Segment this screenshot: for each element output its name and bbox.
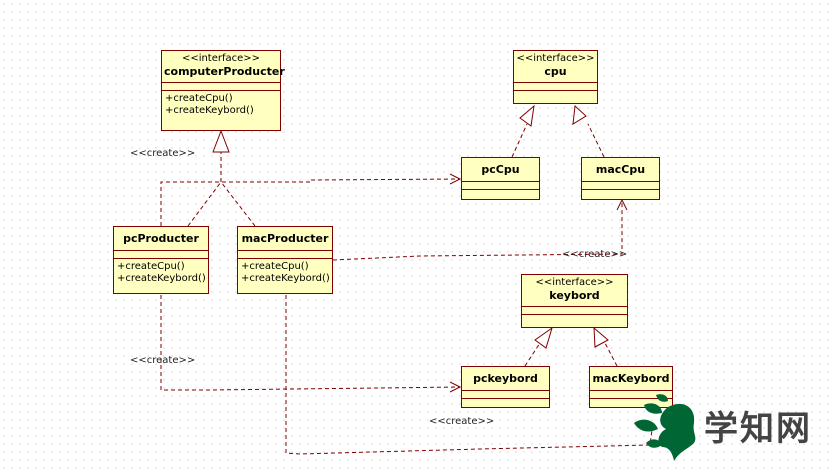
class-header: <<interface>> keybord bbox=[522, 275, 627, 307]
attributes-compartment bbox=[590, 391, 672, 399]
class-header: macProducter bbox=[238, 227, 332, 251]
dependency-macproducter-maccpu bbox=[332, 202, 623, 261]
create-label-maccpu: <<create>> bbox=[562, 249, 628, 260]
operations-compartment: +createCpu() +createKeybord() bbox=[114, 259, 208, 287]
operations-compartment: +createCpu() +createKeybord() bbox=[162, 91, 280, 119]
realization-arrowhead-keybord-left bbox=[534, 326, 553, 349]
operation: +createCpu() bbox=[117, 261, 185, 272]
leaf-icon bbox=[634, 394, 696, 461]
stereotype-label: <<interface>> bbox=[535, 277, 614, 288]
realization-pckeybord bbox=[524, 342, 541, 367]
attributes-compartment bbox=[514, 83, 597, 91]
operation: +createCpu() bbox=[165, 93, 233, 104]
realization-pccpu bbox=[511, 123, 528, 158]
class-name: computerProducter bbox=[164, 65, 285, 78]
class-pcproducter[interactable]: pcProducter +createCpu() +createKeybord(… bbox=[113, 226, 209, 294]
operation: +createCpu() bbox=[241, 261, 309, 272]
class-name: macProducter bbox=[241, 232, 329, 245]
attributes-compartment bbox=[162, 83, 280, 91]
create-label-mackeybord: <<create>> bbox=[429, 416, 495, 427]
operation: +createKeybord() bbox=[117, 273, 206, 284]
class-header: pcCpu bbox=[462, 158, 539, 182]
dependency-arrowhead-maccpu bbox=[616, 198, 628, 211]
class-name: pckeybord bbox=[473, 372, 538, 385]
attributes-compartment bbox=[238, 251, 332, 259]
watermark-text: 学知网 bbox=[704, 409, 812, 449]
attributes-compartment bbox=[462, 182, 539, 190]
class-name: keybord bbox=[549, 289, 600, 302]
class-name: cpu bbox=[544, 65, 567, 78]
dependency-pcproducter-pccpu bbox=[160, 178, 461, 226]
realization-pcproducter bbox=[187, 181, 222, 227]
class-header: macCpu bbox=[582, 158, 659, 182]
class-pckeybord[interactable]: pckeybord bbox=[461, 366, 550, 408]
operations-compartment bbox=[522, 315, 627, 323]
realization-maccpu bbox=[587, 123, 605, 158]
attributes-compartment bbox=[114, 251, 208, 259]
stereotype-label: <<interface>> bbox=[181, 53, 261, 64]
class-name: pcCpu bbox=[481, 163, 520, 176]
attributes-compartment bbox=[582, 182, 659, 190]
operations-compartment bbox=[462, 190, 539, 198]
dependency-arrowhead-pccpu bbox=[449, 173, 462, 185]
class-keybord[interactable]: <<interface>> keybord bbox=[521, 274, 628, 328]
operations-compartment bbox=[462, 399, 549, 407]
dependency-pcproducter-pckeybord bbox=[160, 295, 461, 391]
realization-arrowhead-keybord-right bbox=[593, 326, 609, 348]
class-name: macCpu bbox=[595, 163, 646, 176]
class-header: macKeybord bbox=[590, 367, 672, 391]
operations-compartment: +createCpu() +createKeybord() bbox=[238, 259, 332, 287]
class-header: <<interface>> computerProducter bbox=[162, 51, 285, 83]
class-macproducter[interactable]: macProducter +createCpu() +createKeybord… bbox=[237, 226, 333, 294]
class-header: pcProducter bbox=[114, 227, 208, 251]
class-computerproducter[interactable]: <<interface>> computerProducter +createC… bbox=[161, 50, 285, 131]
class-name: pcProducter bbox=[123, 232, 199, 245]
class-header: <<interface>> cpu bbox=[514, 51, 597, 83]
dependency-arrowhead-pckeybord bbox=[449, 381, 462, 393]
attributes-compartment bbox=[522, 307, 627, 315]
stereotype-label: <<interface>> bbox=[516, 53, 595, 64]
operation: +createKeybord() bbox=[165, 105, 254, 116]
class-header: pckeybord bbox=[462, 367, 549, 391]
realization-arrowhead-computerproducter bbox=[212, 129, 230, 153]
realization-mackeybord bbox=[604, 342, 618, 367]
realization-arrowhead-cpu-left bbox=[519, 104, 535, 127]
create-label-pccpu: <<create>> bbox=[130, 148, 196, 159]
operations-compartment bbox=[582, 190, 659, 198]
operations-compartment bbox=[514, 91, 597, 99]
create-label-pckeybord: <<create>> bbox=[130, 355, 196, 366]
class-name: macKeybord bbox=[592, 372, 670, 385]
realization-macproducter bbox=[220, 181, 256, 227]
class-mackeybord[interactable]: macKeybord bbox=[589, 366, 673, 408]
attributes-compartment bbox=[462, 391, 549, 399]
class-cpu[interactable]: <<interface>> cpu bbox=[513, 50, 598, 104]
class-pccpu[interactable]: pcCpu bbox=[461, 157, 540, 200]
watermark-logo: 学知网 bbox=[628, 393, 828, 465]
class-maccpu[interactable]: macCpu bbox=[581, 157, 660, 200]
operation: +createKeybord() bbox=[241, 273, 330, 284]
realization-arrowhead-cpu-right bbox=[572, 104, 587, 125]
dependency-macproducter-mackeybord bbox=[285, 295, 653, 455]
